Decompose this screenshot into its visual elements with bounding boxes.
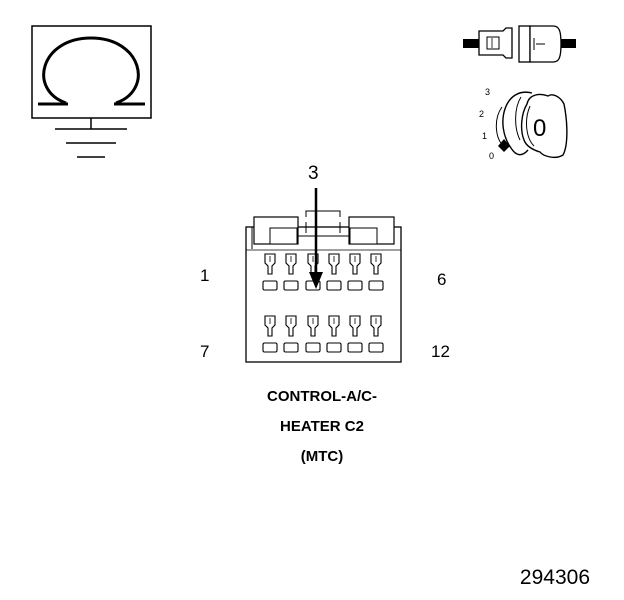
probe-pin-number: 3 xyxy=(308,163,319,184)
ground-icon xyxy=(55,118,127,158)
pin-label-top-right: 6 xyxy=(437,270,447,289)
terminal-pin xyxy=(262,253,278,291)
connector-terminals xyxy=(262,253,384,353)
ohmmeter-symbol-icon xyxy=(31,25,152,119)
terminal-pin xyxy=(326,315,342,353)
figure-number: 294306 xyxy=(519,566,590,589)
key-position-0: 0 xyxy=(489,151,495,161)
terminal-pin xyxy=(283,253,299,291)
terminal-pin xyxy=(262,315,278,353)
disconnected-connector-icon xyxy=(463,25,576,63)
connector-c2-icon xyxy=(245,210,402,363)
pin-label-top-left: 1 xyxy=(200,266,210,285)
terminal-pin xyxy=(326,253,342,291)
key-position-2: 2 xyxy=(479,109,485,119)
key-position-3: 3 xyxy=(485,87,491,97)
connector-title-line2: HEATER C2 xyxy=(280,418,364,435)
terminal-pin xyxy=(368,253,384,291)
connector-title-line3: (MTC) xyxy=(300,448,344,465)
terminal-pin xyxy=(347,253,363,291)
pin-label-bottom-left: 7 xyxy=(200,342,210,361)
key-current-position: 0 xyxy=(533,115,547,142)
terminal-pin xyxy=(305,315,321,353)
ignition-key-icon xyxy=(495,91,568,159)
connector-title-line1: CONTROL-A/C- xyxy=(267,388,377,405)
terminal-pin xyxy=(347,315,363,353)
key-position-1: 1 xyxy=(482,131,488,141)
terminal-pin xyxy=(283,315,299,353)
terminal-pin xyxy=(368,315,384,353)
pin-label-bottom-right: 12 xyxy=(431,342,450,361)
probe-arrow-icon xyxy=(309,188,323,289)
